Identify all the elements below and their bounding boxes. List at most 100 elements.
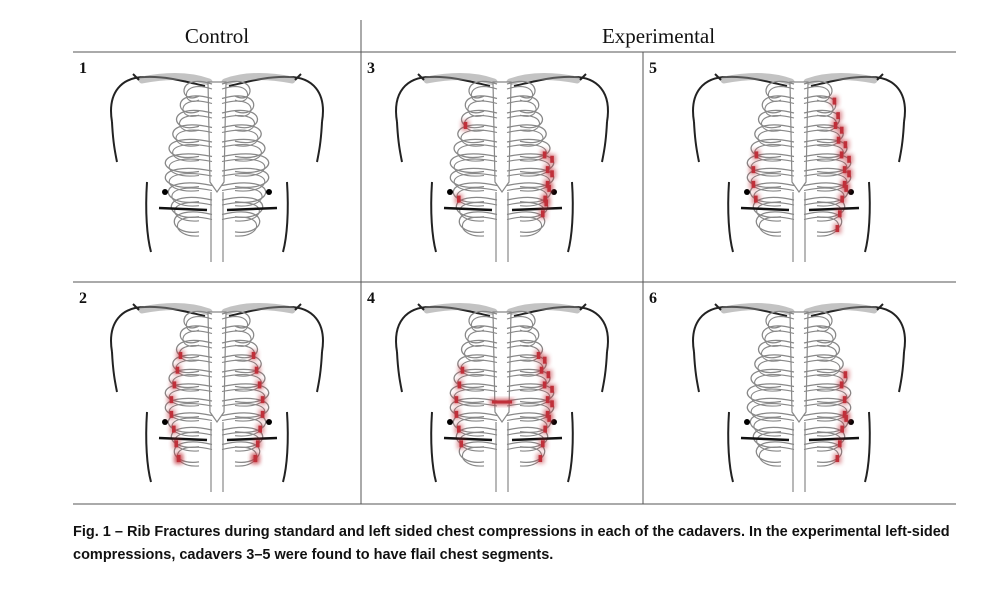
rib-inner-edge: [467, 330, 498, 347]
right-arm-outline: [316, 351, 323, 393]
rib: [221, 397, 270, 419]
right-flank-outline: [567, 181, 574, 253]
left-reference-line: [158, 436, 208, 442]
rib-inner-edge: [182, 330, 213, 347]
rib-inner-edge: [221, 144, 262, 162]
rib: [761, 325, 795, 344]
left-flank-outline: [727, 411, 734, 483]
fracture-mark-core: [459, 440, 464, 448]
left-arm-outline: [111, 121, 118, 163]
right-reference-line: [511, 206, 563, 212]
rib: [449, 167, 498, 189]
left-arm-outline: [111, 351, 118, 393]
left-clavicle: [138, 73, 213, 86]
fracture-mark-core: [540, 210, 545, 218]
fracture-mark-core: [844, 414, 848, 422]
rib: [506, 339, 544, 359]
ribcage-panel-4: [395, 303, 609, 492]
panel-label-1: 1: [79, 60, 87, 77]
rib: [803, 339, 841, 359]
ribcage-panel-1: [110, 73, 324, 262]
panel-label-2: 2: [79, 290, 87, 307]
fracture-mark-core: [457, 195, 461, 203]
fracture-mark-core: [172, 381, 177, 389]
ribcage-panel-6: [692, 303, 906, 492]
rib: [750, 368, 795, 389]
rib: [221, 339, 259, 359]
rib: [803, 397, 852, 419]
rib: [175, 339, 213, 359]
rib-inner-edge: [178, 115, 213, 132]
ribcage-panel-3: [395, 73, 609, 262]
rib-inner-edge: [457, 144, 498, 162]
right-reference-line: [226, 436, 278, 442]
rib-inner-edge: [221, 330, 252, 347]
panel-label-3: 3: [367, 60, 375, 77]
rib: [221, 310, 251, 329]
right-arm-outline: [898, 351, 905, 393]
right-clavicle: [506, 73, 581, 86]
fracture-mark-core: [454, 396, 459, 404]
rib: [464, 325, 498, 344]
rib: [754, 354, 795, 374]
rib-inner-edge: [171, 187, 213, 207]
fracture-mark-core: [253, 455, 258, 463]
rib: [765, 310, 795, 329]
rib-inner-edge: [221, 158, 266, 177]
rib: [221, 138, 266, 159]
rib: [506, 325, 540, 344]
fracture-mark-core: [545, 396, 550, 404]
rib: [460, 109, 498, 129]
rib: [221, 211, 261, 233]
rib: [183, 310, 213, 329]
left-flank-outline: [145, 411, 152, 483]
rib: [749, 412, 795, 434]
rib-inner-edge: [459, 202, 498, 222]
rib-inner-edge: [506, 129, 544, 147]
right-arm-outline: [898, 121, 905, 163]
rib-inner-edge: [506, 100, 537, 117]
fracture-mark-core: [842, 166, 847, 174]
rib: [506, 441, 546, 463]
fracture-mark-core: [260, 396, 265, 404]
fracture-mark-core: [836, 112, 840, 120]
rib: [221, 124, 262, 144]
fracture-mark-core: [754, 151, 759, 159]
rib: [746, 397, 795, 419]
figure-graphic: [73, 20, 956, 505]
left-arm-outline: [693, 351, 700, 393]
shoulder-hooks: [417, 73, 587, 81]
rib: [755, 211, 795, 233]
fracture-mark-core: [172, 425, 176, 433]
rib: [221, 109, 259, 129]
left-reference-line: [443, 436, 493, 442]
fracture-mark-core: [260, 410, 265, 418]
rib: [506, 109, 544, 129]
rib-inner-edge: [506, 359, 544, 377]
fracture-mark-core: [832, 97, 837, 105]
left-arm-outline: [693, 121, 700, 163]
rib-inner-edge: [463, 345, 498, 362]
rib-inner-edge: [760, 345, 795, 362]
left-reference-dot: [162, 189, 168, 195]
left-reference-line: [740, 206, 790, 212]
spine: [792, 422, 806, 492]
rib-inner-edge: [175, 129, 213, 147]
left-reference-line: [158, 206, 208, 212]
rib-inner-edge: [750, 388, 795, 407]
fracture-mark-core: [751, 166, 756, 174]
fracture-mark-core: [835, 455, 840, 463]
sternum: [207, 311, 227, 424]
fracture-mark-core: [178, 351, 183, 359]
right-arm-outline: [316, 121, 323, 163]
rib: [803, 441, 843, 463]
rib-inner-edge: [506, 216, 543, 237]
left-arm-outline: [396, 351, 403, 393]
rib-inner-edge: [803, 129, 841, 147]
fracture-mark-core: [536, 351, 541, 359]
fracture-mark-core: [254, 366, 259, 374]
right-clavicle: [221, 73, 296, 86]
rib: [449, 383, 498, 404]
fracture-mark-core: [457, 425, 461, 433]
header-control: Control: [184, 24, 250, 48]
